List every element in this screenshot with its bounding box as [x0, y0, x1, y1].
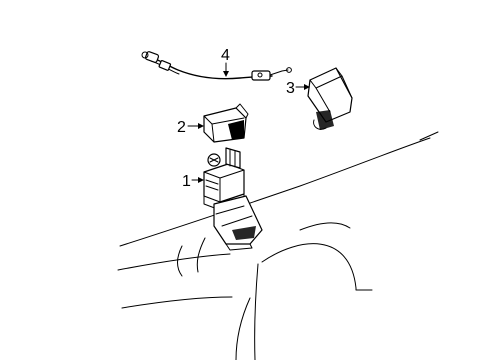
callout-1: 1: [182, 173, 204, 190]
battery-tray-part: [213, 195, 263, 251]
vehicle-body-outline: [117, 131, 439, 360]
battery-part: [203, 147, 245, 211]
battery-cover-part: [203, 103, 249, 143]
callout-4: 4: [221, 47, 230, 77]
callout-2: 2: [177, 119, 204, 136]
relay-box-part: [307, 67, 353, 130]
callout-label-3: 3: [286, 80, 295, 97]
callout-3: 3: [286, 80, 310, 97]
callout-label-2: 2: [177, 119, 186, 136]
callout-label-4: 4: [221, 47, 230, 64]
callout-label-1: 1: [182, 173, 191, 190]
cable-part: [141, 51, 292, 81]
